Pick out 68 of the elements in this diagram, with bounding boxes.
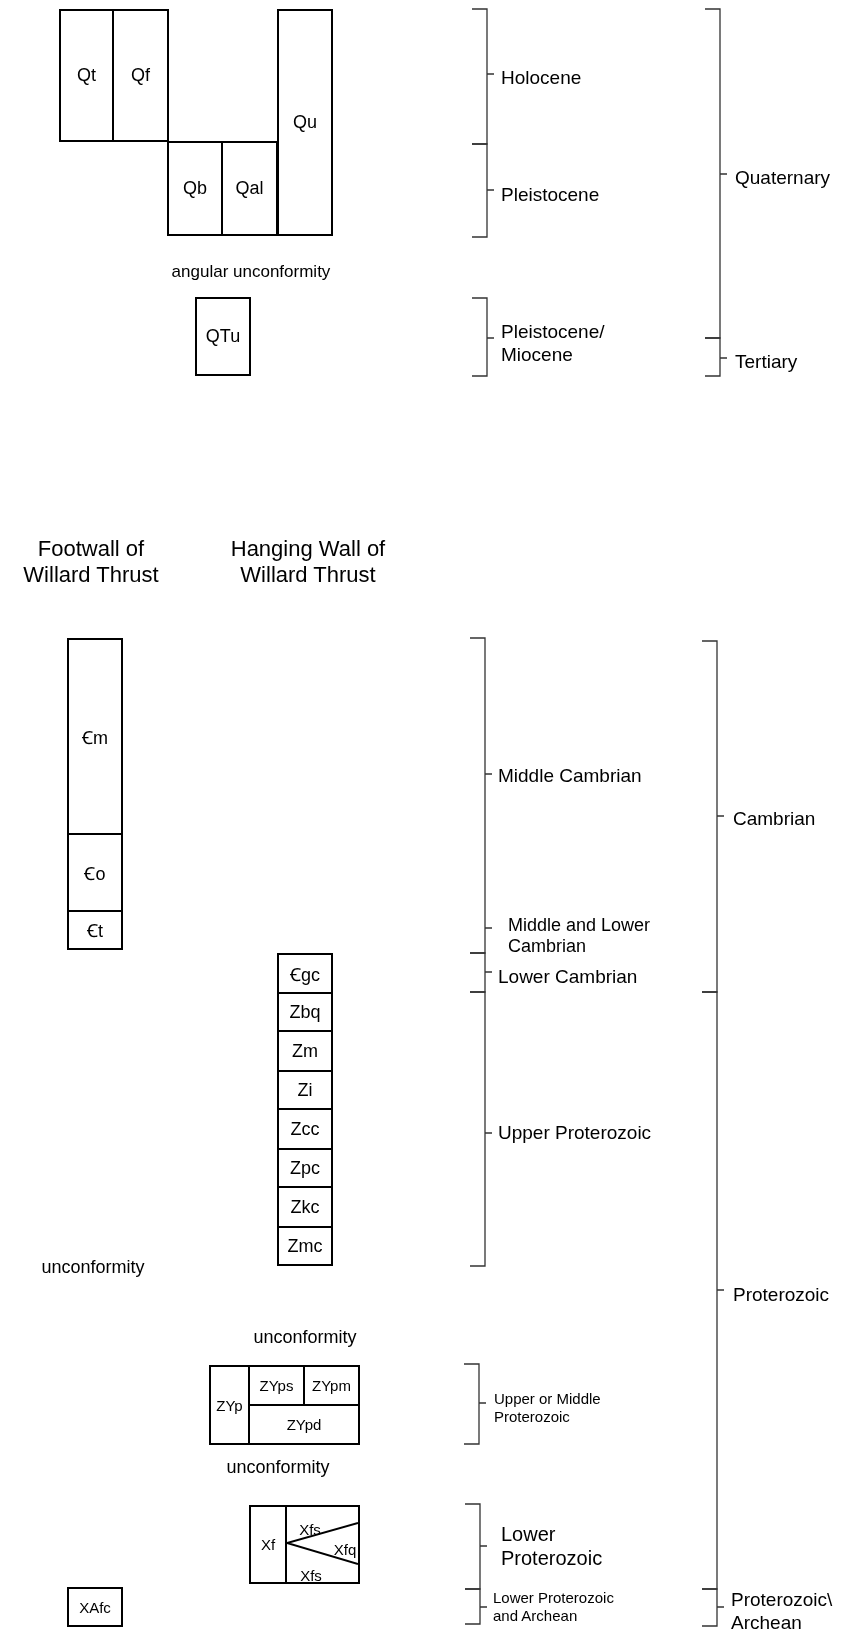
map-unit-box bbox=[221, 141, 278, 236]
unit-symbol: Xfq bbox=[333, 1540, 357, 1558]
map-unit-box bbox=[67, 1587, 123, 1627]
map-unit-box bbox=[277, 992, 333, 1032]
unit-symbol: ZYpm bbox=[312, 1377, 351, 1394]
unit-symbol: Qb bbox=[183, 178, 207, 199]
epoch-label: Holocene bbox=[501, 66, 583, 90]
epoch-label: Lower Proterozoic bbox=[501, 1522, 604, 1570]
epoch-label: Middle and Lower Cambrian bbox=[508, 914, 652, 958]
map-unit-box bbox=[277, 1108, 333, 1150]
map-unit-box bbox=[303, 1365, 360, 1406]
unit-symbol: XAfc bbox=[79, 1598, 111, 1616]
unit-symbol: Xfs bbox=[300, 1566, 322, 1584]
unit-symbol: Zi bbox=[297, 1079, 313, 1101]
period-label: Proterozoic\ Archean bbox=[731, 1589, 834, 1634]
epoch-label: Upper Proterozoic bbox=[498, 1121, 653, 1145]
map-unit-box bbox=[277, 1186, 333, 1228]
unit-symbol: QTu bbox=[205, 326, 241, 347]
epoch-label: Pleistocene/ Miocene bbox=[501, 321, 606, 367]
map-unit-box bbox=[112, 9, 169, 142]
period-label: Cambrian bbox=[733, 807, 817, 831]
unconformity-label: unconformity bbox=[252, 1327, 358, 1349]
map-unit-box bbox=[67, 833, 123, 912]
epoch-label: Middle Cambrian bbox=[498, 764, 643, 788]
unit-symbol: Ꞓt bbox=[87, 920, 103, 942]
map-unit-box bbox=[59, 9, 114, 142]
unit-symbol: Zm bbox=[292, 1040, 318, 1062]
unit-symbol: Qf bbox=[131, 65, 150, 86]
unit-symbol: Ꞓo bbox=[84, 862, 106, 885]
period-label: Proterozoic bbox=[733, 1283, 831, 1307]
map-unit-box bbox=[195, 297, 251, 376]
unit-symbol: ZYp bbox=[216, 1396, 243, 1414]
unit-symbol: Xf bbox=[260, 1536, 276, 1553]
map-unit-box bbox=[209, 1365, 250, 1445]
period-label: Quaternary bbox=[735, 166, 832, 190]
unconformity-label: angular unconformity bbox=[170, 262, 332, 283]
map-unit-box bbox=[277, 9, 333, 236]
unit-symbol: Zpc bbox=[290, 1157, 320, 1179]
unit-symbol: Zkc bbox=[290, 1196, 320, 1218]
map-unit-box bbox=[277, 1148, 333, 1188]
unit-symbol: ZYpd bbox=[286, 1416, 322, 1433]
unit-symbol: Qu bbox=[293, 112, 317, 133]
map-unit-box bbox=[277, 1070, 333, 1110]
map-unit-box bbox=[277, 1226, 333, 1266]
epoch-label: Lower Proterozoic and Archean bbox=[493, 1589, 615, 1625]
column-heading: Footwall of Willard Thrust bbox=[22, 535, 160, 589]
unit-symbol: Qal bbox=[235, 178, 264, 199]
unit-symbol: ZYps bbox=[259, 1377, 294, 1394]
column-heading: Hanging Wall of Willard Thrust bbox=[229, 535, 387, 589]
unit-symbol: Zcc bbox=[290, 1118, 320, 1140]
unit-symbol: Zmc bbox=[287, 1235, 323, 1257]
map-unit-box bbox=[67, 910, 123, 950]
map-unit-box bbox=[248, 1404, 360, 1445]
epoch-label: Lower Cambrian bbox=[498, 965, 639, 989]
unconformity-label: unconformity bbox=[40, 1257, 146, 1279]
epoch-label: Upper or Middle Proterozoic bbox=[494, 1390, 602, 1426]
unconformity-label: unconformity bbox=[225, 1457, 331, 1479]
epoch-label: Pleistocene bbox=[501, 183, 601, 207]
period-label: Tertiary bbox=[735, 350, 799, 374]
map-unit-box bbox=[67, 638, 123, 835]
map-unit-box bbox=[277, 953, 333, 994]
unit-symbol: Zbq bbox=[289, 1001, 321, 1023]
map-unit-box bbox=[277, 1030, 333, 1072]
unit-symbol: Qt bbox=[77, 65, 96, 86]
map-unit-box bbox=[249, 1505, 287, 1584]
unit-symbol: Ꞓm bbox=[82, 726, 108, 749]
map-unit-box bbox=[167, 141, 223, 236]
unit-symbol: Ꞓgc bbox=[290, 963, 320, 986]
